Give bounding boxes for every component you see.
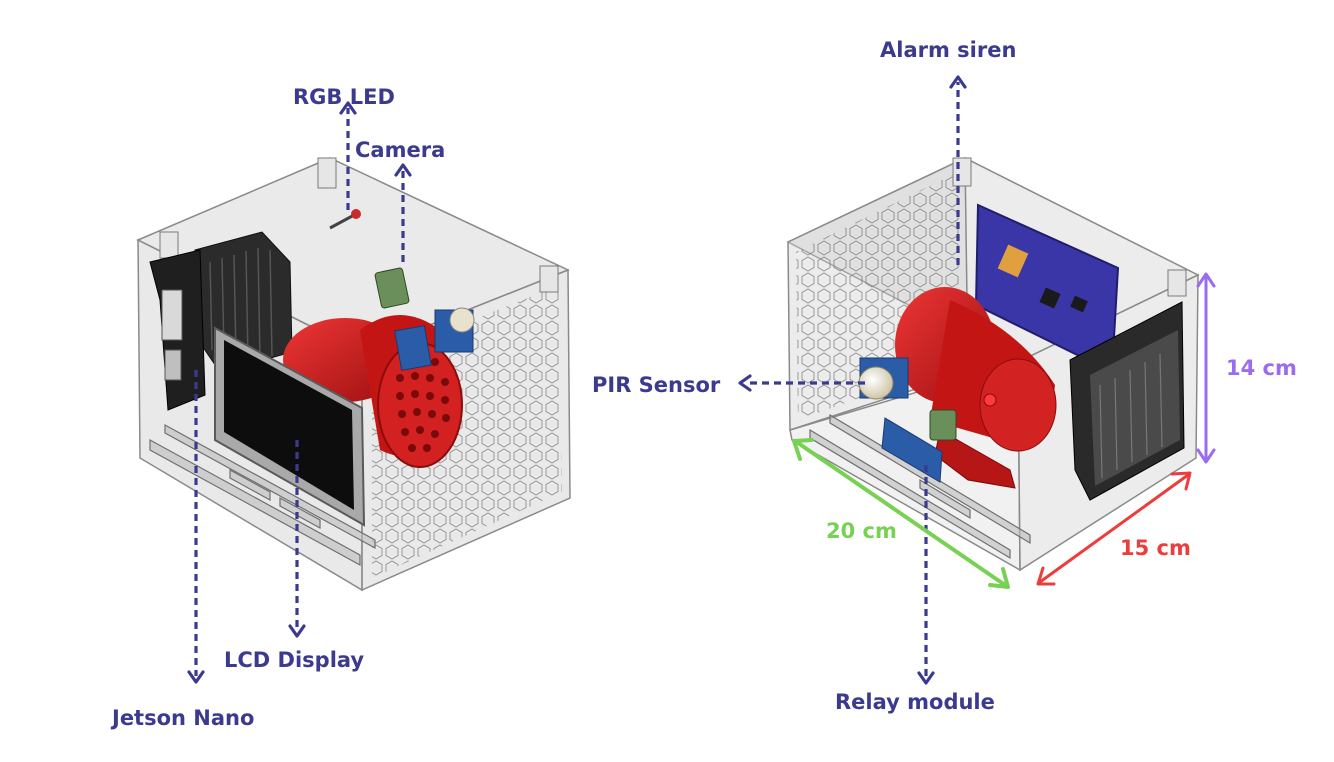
camera-board-right — [929, 409, 957, 441]
leader-arrowheads — [187, 75, 967, 685]
leader-lines — [194, 82, 960, 677]
lcd-display-label: LCD Display — [224, 648, 364, 672]
dimension-length — [792, 438, 1010, 589]
jetson-nano-right — [1069, 301, 1185, 501]
relay-module-arrowhead — [917, 671, 935, 685]
rgb-led-arrowhead — [339, 101, 357, 115]
pir-sensor-right — [858, 357, 909, 400]
lcd-display-arrowhead — [288, 624, 306, 638]
right-corner-post — [952, 157, 972, 187]
alarm-siren-arrowhead — [949, 75, 967, 89]
relay-module-left — [394, 325, 432, 371]
left-floor-slats — [149, 423, 376, 567]
left-corner-post — [539, 265, 559, 293]
camera-arrowhead — [394, 163, 412, 177]
dimension-width — [1036, 471, 1192, 586]
left-corner-post — [159, 231, 179, 259]
camera-board-left — [374, 267, 410, 309]
jetson-nano-label: Jetson Nano — [110, 706, 254, 730]
right-enclosure-view — [786, 156, 1200, 572]
rgb-led-left — [329, 209, 361, 230]
length-dimension-label: 20 cm — [826, 519, 897, 543]
left-enclosure-view — [136, 157, 571, 592]
relay-module-label: Relay module — [835, 690, 995, 714]
siren-right — [895, 287, 1057, 489]
jetson-nano-arrowhead — [187, 670, 205, 684]
height-dimension-label: 14 cm — [1226, 356, 1297, 380]
lcd-pcb-right — [974, 203, 1120, 374]
pir-sensor-arrowhead — [738, 374, 752, 392]
pir-sensor-label: PIR Sensor — [592, 373, 721, 397]
camera-label: Camera — [355, 138, 445, 162]
alarm-siren-label: Alarm siren — [880, 38, 1016, 62]
left-corner-post — [317, 157, 337, 189]
pir-sensor-left — [434, 307, 475, 353]
dimension-height — [1196, 272, 1216, 464]
width-dimension-label: 15 cm — [1120, 536, 1191, 560]
right-corner-post — [1167, 269, 1187, 297]
right-floor-slats — [809, 413, 1031, 560]
lcd-display-left — [214, 326, 366, 527]
rgb-led-label: RGB LED — [293, 85, 395, 109]
